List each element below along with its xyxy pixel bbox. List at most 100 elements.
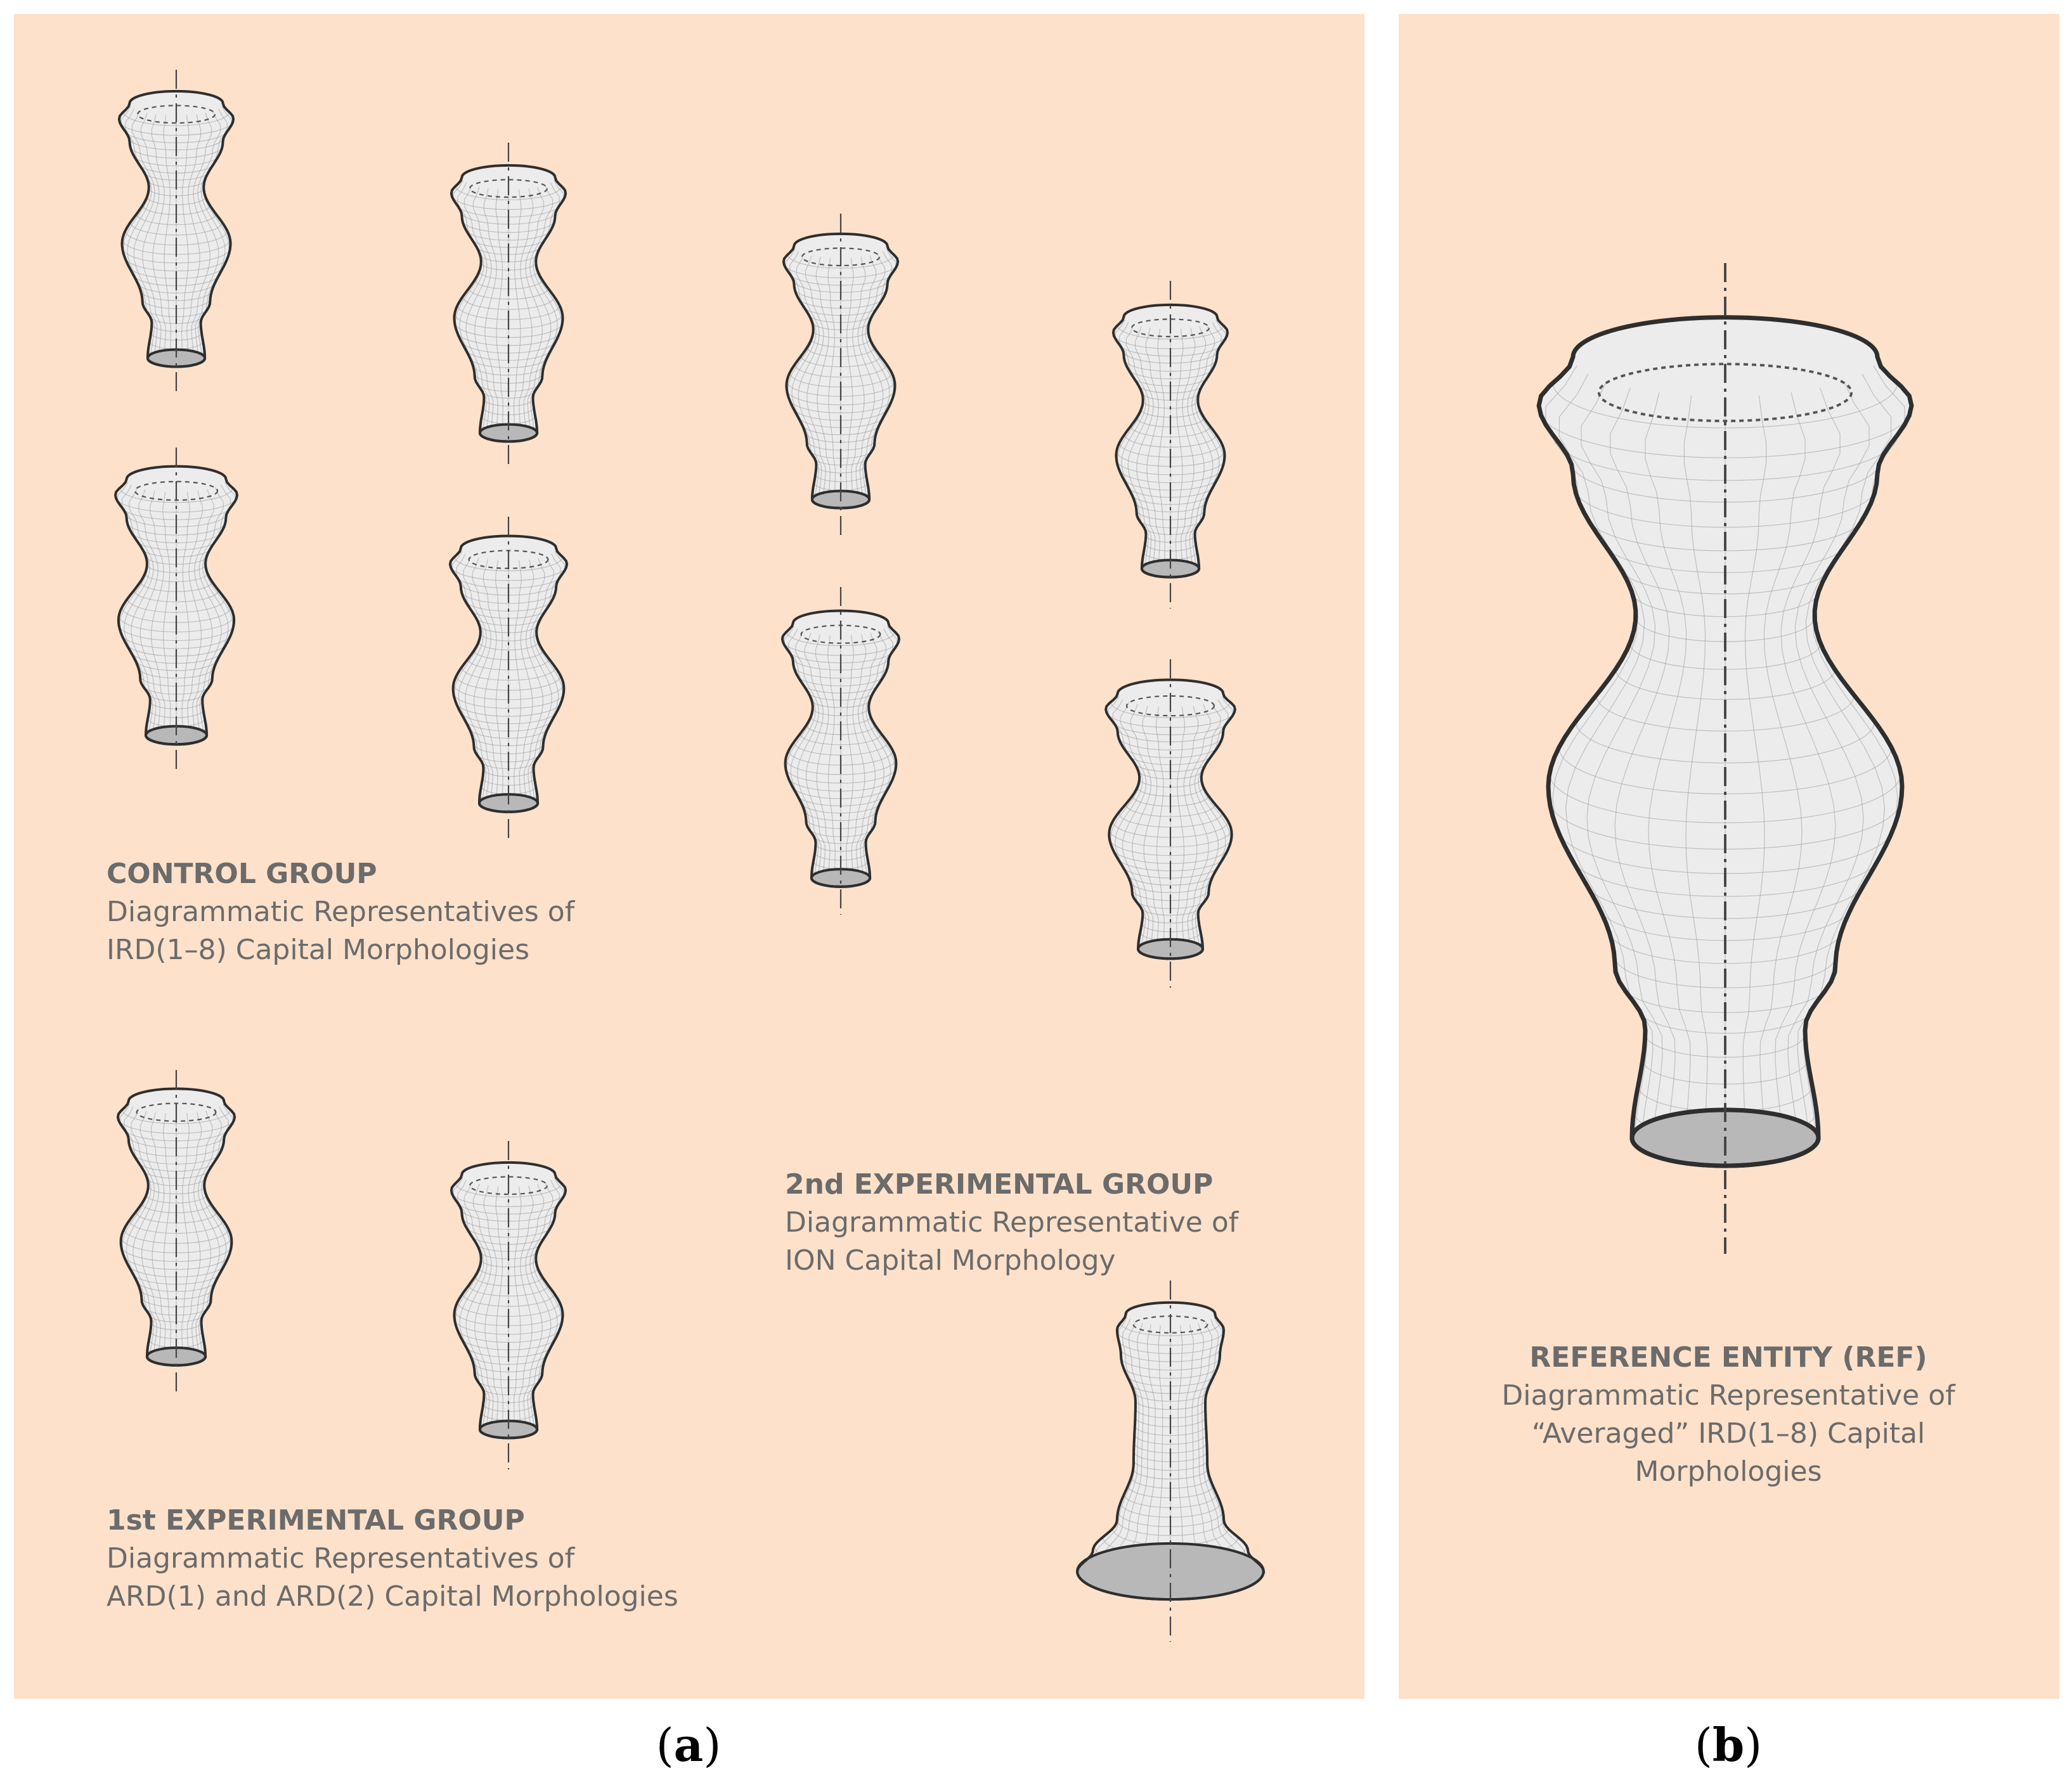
exp2-group-title: 2nd EXPERIMENTAL GROUP — [785, 1168, 1213, 1201]
control-group-line1: Diagrammatic Representatives of — [107, 896, 576, 928]
shape-outline — [448, 534, 569, 813]
mesh-line — [187, 491, 203, 744]
mesh-line — [855, 255, 877, 506]
shape-outline — [780, 609, 901, 888]
mesh-line — [815, 634, 831, 886]
mesh-line — [804, 633, 826, 885]
mesh-line — [495, 189, 504, 442]
shape-outline — [117, 89, 235, 368]
mesh-line — [131, 1108, 157, 1362]
mesh-line — [1201, 1319, 1255, 1584]
mesh-line — [1191, 1323, 1229, 1594]
capital-morphology-shapes — [113, 70, 1914, 1642]
panel-b-label: (b) — [1695, 1718, 1763, 1772]
mesh-line — [186, 1112, 202, 1365]
top-rim-hidden — [1130, 318, 1210, 338]
panel-b-close: ) — [1744, 1719, 1762, 1772]
mesh-line — [845, 257, 854, 508]
panel-a-letter: a — [674, 1718, 704, 1772]
mesh-line — [463, 184, 490, 439]
mesh-line — [131, 110, 158, 364]
mesh-line — [523, 1183, 545, 1436]
mesh-line — [195, 110, 221, 364]
mesh-line — [524, 558, 545, 810]
mesh-line — [519, 1185, 534, 1438]
mesh-line — [846, 635, 854, 887]
mesh-line — [463, 555, 489, 809]
mesh-line — [129, 487, 157, 742]
mesh-line — [851, 257, 866, 508]
mesh-line — [495, 560, 503, 812]
mesh-line — [151, 114, 166, 366]
mesh-line — [1759, 392, 1806, 1163]
panel-a-label: (a) — [656, 1718, 722, 1772]
shape-outline — [1111, 303, 1229, 579]
mesh-line — [1145, 328, 1160, 577]
mesh-line — [483, 188, 498, 441]
mesh-line — [1197, 1321, 1244, 1589]
shape-outline — [113, 465, 239, 746]
mesh-line — [1191, 702, 1221, 955]
mesh-line — [1175, 328, 1184, 577]
panel-a-open: ( — [656, 1719, 674, 1772]
mesh-line — [191, 112, 212, 365]
ref-title: REFERENCE ENTITY (REF) — [1529, 1341, 1927, 1374]
mesh-line — [1645, 392, 1691, 1163]
mesh-line — [1787, 381, 1870, 1156]
mesh-line — [1742, 395, 1767, 1166]
shape-outline — [450, 164, 567, 443]
top-rim-hidden — [1597, 363, 1853, 423]
mesh-line — [1120, 702, 1149, 955]
exp2-group-line2: ION Capital Morphology — [785, 1244, 1116, 1277]
shape-outline — [1076, 1301, 1266, 1601]
ref-capital — [1536, 263, 1914, 1254]
shape-outline — [450, 1161, 567, 1440]
control-capital-3 — [450, 143, 567, 468]
panel-a-close: ) — [703, 1719, 721, 1772]
exp1-group-line1: Diagrammatic Representatives of — [107, 1542, 576, 1575]
shape-outline — [1104, 678, 1236, 960]
control-capital-5 — [782, 214, 900, 539]
exp2-group-line1: Diagrammatic Representative of — [785, 1206, 1240, 1239]
mesh-line — [138, 489, 160, 743]
mesh-line — [1683, 395, 1708, 1166]
mesh-line — [523, 186, 545, 440]
control-group-line2: IRD(1–8) Capital Morphologies — [107, 934, 529, 966]
mesh-line — [1156, 707, 1165, 958]
control-capital-2 — [113, 448, 239, 772]
mesh-line — [827, 257, 836, 508]
mesh-line — [192, 489, 214, 743]
mesh-line — [472, 1183, 494, 1436]
mesh-line — [1086, 1319, 1140, 1584]
control-capital-1 — [117, 70, 235, 396]
exp1-capital-2 — [450, 1141, 567, 1469]
top-rim-hidden — [134, 480, 219, 501]
mesh-line — [815, 257, 831, 508]
mesh-line — [150, 491, 165, 744]
mesh-line — [139, 1111, 161, 1364]
mesh-line — [1187, 704, 1211, 957]
mesh-line — [796, 253, 822, 505]
shape-outline — [782, 232, 900, 510]
shape-outline — [1536, 315, 1914, 1168]
top-rim-hidden — [1125, 695, 1215, 717]
mesh-line — [805, 255, 826, 506]
mesh-line — [181, 115, 190, 367]
exp1-group-line2: ARD(1) and ARD(2) Capital Morphologies — [107, 1580, 678, 1613]
mesh-line — [513, 189, 522, 442]
mesh-line — [1182, 706, 1199, 958]
mesh-line — [859, 253, 886, 505]
mesh-line — [519, 559, 534, 811]
mesh-line — [195, 1108, 222, 1362]
ref-line2: “Averaged” IRD(1–8) Capital — [1532, 1417, 1926, 1450]
mesh-line — [1181, 328, 1196, 577]
mesh-line — [1097, 1321, 1144, 1589]
exp1-capital-1 — [116, 1070, 236, 1396]
mesh-line — [186, 114, 202, 366]
exp2-capital-ion — [1076, 1280, 1266, 1642]
mesh-line — [795, 630, 822, 884]
mesh-line — [519, 188, 534, 441]
mesh-line — [181, 1113, 190, 1365]
mesh-line — [1176, 707, 1185, 958]
